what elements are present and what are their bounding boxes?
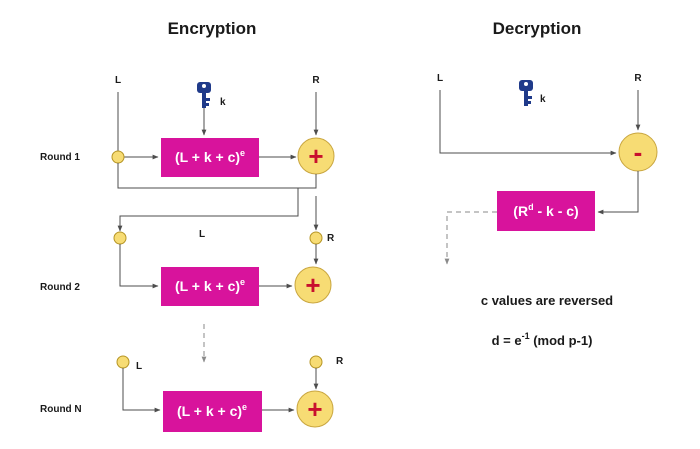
round-n-label: Round N <box>40 404 82 415</box>
round-1-left-node <box>111 150 125 164</box>
encryption-key-label: k <box>220 97 226 108</box>
round-1-label: Round 1 <box>40 152 80 163</box>
round-1-left-label: L <box>115 75 121 86</box>
round-n-right-label: R <box>336 356 344 367</box>
round-1-function-box <box>161 138 259 177</box>
decryption-key-label: k <box>540 94 546 105</box>
decryption-note-reversed: c values are reversed <box>481 293 613 308</box>
round-2-function-label: (L + k + c)e <box>175 277 245 294</box>
round-1-operator-symbol: + <box>308 141 323 171</box>
round-n-xor-operator <box>296 390 334 428</box>
round-n-left-node <box>116 355 130 369</box>
key-icon <box>197 82 211 108</box>
decryption-title: Decryption <box>493 19 582 38</box>
decryption-left-label: L <box>437 73 443 84</box>
round-2-left-node <box>113 231 127 245</box>
round-2-left-label: L <box>199 229 205 240</box>
decryption-function-label: (Rd - k - c) <box>513 202 578 219</box>
encryption-title: Encryption <box>168 19 257 38</box>
decryption-key-icon <box>519 80 533 106</box>
round-1-output-to-left <box>117 188 299 232</box>
decryption-note-d-formula: d = e-1 (mod p-1) <box>492 331 593 348</box>
round-1-function-label: (L + k + c)e <box>175 148 245 165</box>
round-2-left-to-f <box>119 244 159 289</box>
round-1-right-label: R <box>312 75 320 86</box>
round-n-left-to-f <box>122 368 161 413</box>
round-2-right-label: R <box>327 233 335 244</box>
decryption-operator-symbol: - <box>634 137 643 167</box>
round-n-function-box <box>163 391 262 432</box>
decryption-output-dashes <box>444 211 497 265</box>
round-2-right-node <box>309 231 323 245</box>
round-n-left-label: L <box>136 361 142 372</box>
round-2-operator-symbol: + <box>305 270 320 300</box>
round-n-right-node <box>309 355 323 369</box>
decryption-op-to-f <box>597 171 639 215</box>
round-1-swap-left <box>117 163 317 189</box>
decryption-function-box <box>497 191 595 231</box>
round-n-operator-symbol: + <box>307 394 322 424</box>
round-2-label: Round 2 <box>40 282 80 293</box>
round-2-function-box <box>161 267 259 306</box>
round-2-xor-operator <box>294 266 332 304</box>
round-n-function-label: (L + k + c)e <box>177 402 247 419</box>
decryption-right-label: R <box>634 73 642 84</box>
decryption-left-wire <box>439 90 617 156</box>
